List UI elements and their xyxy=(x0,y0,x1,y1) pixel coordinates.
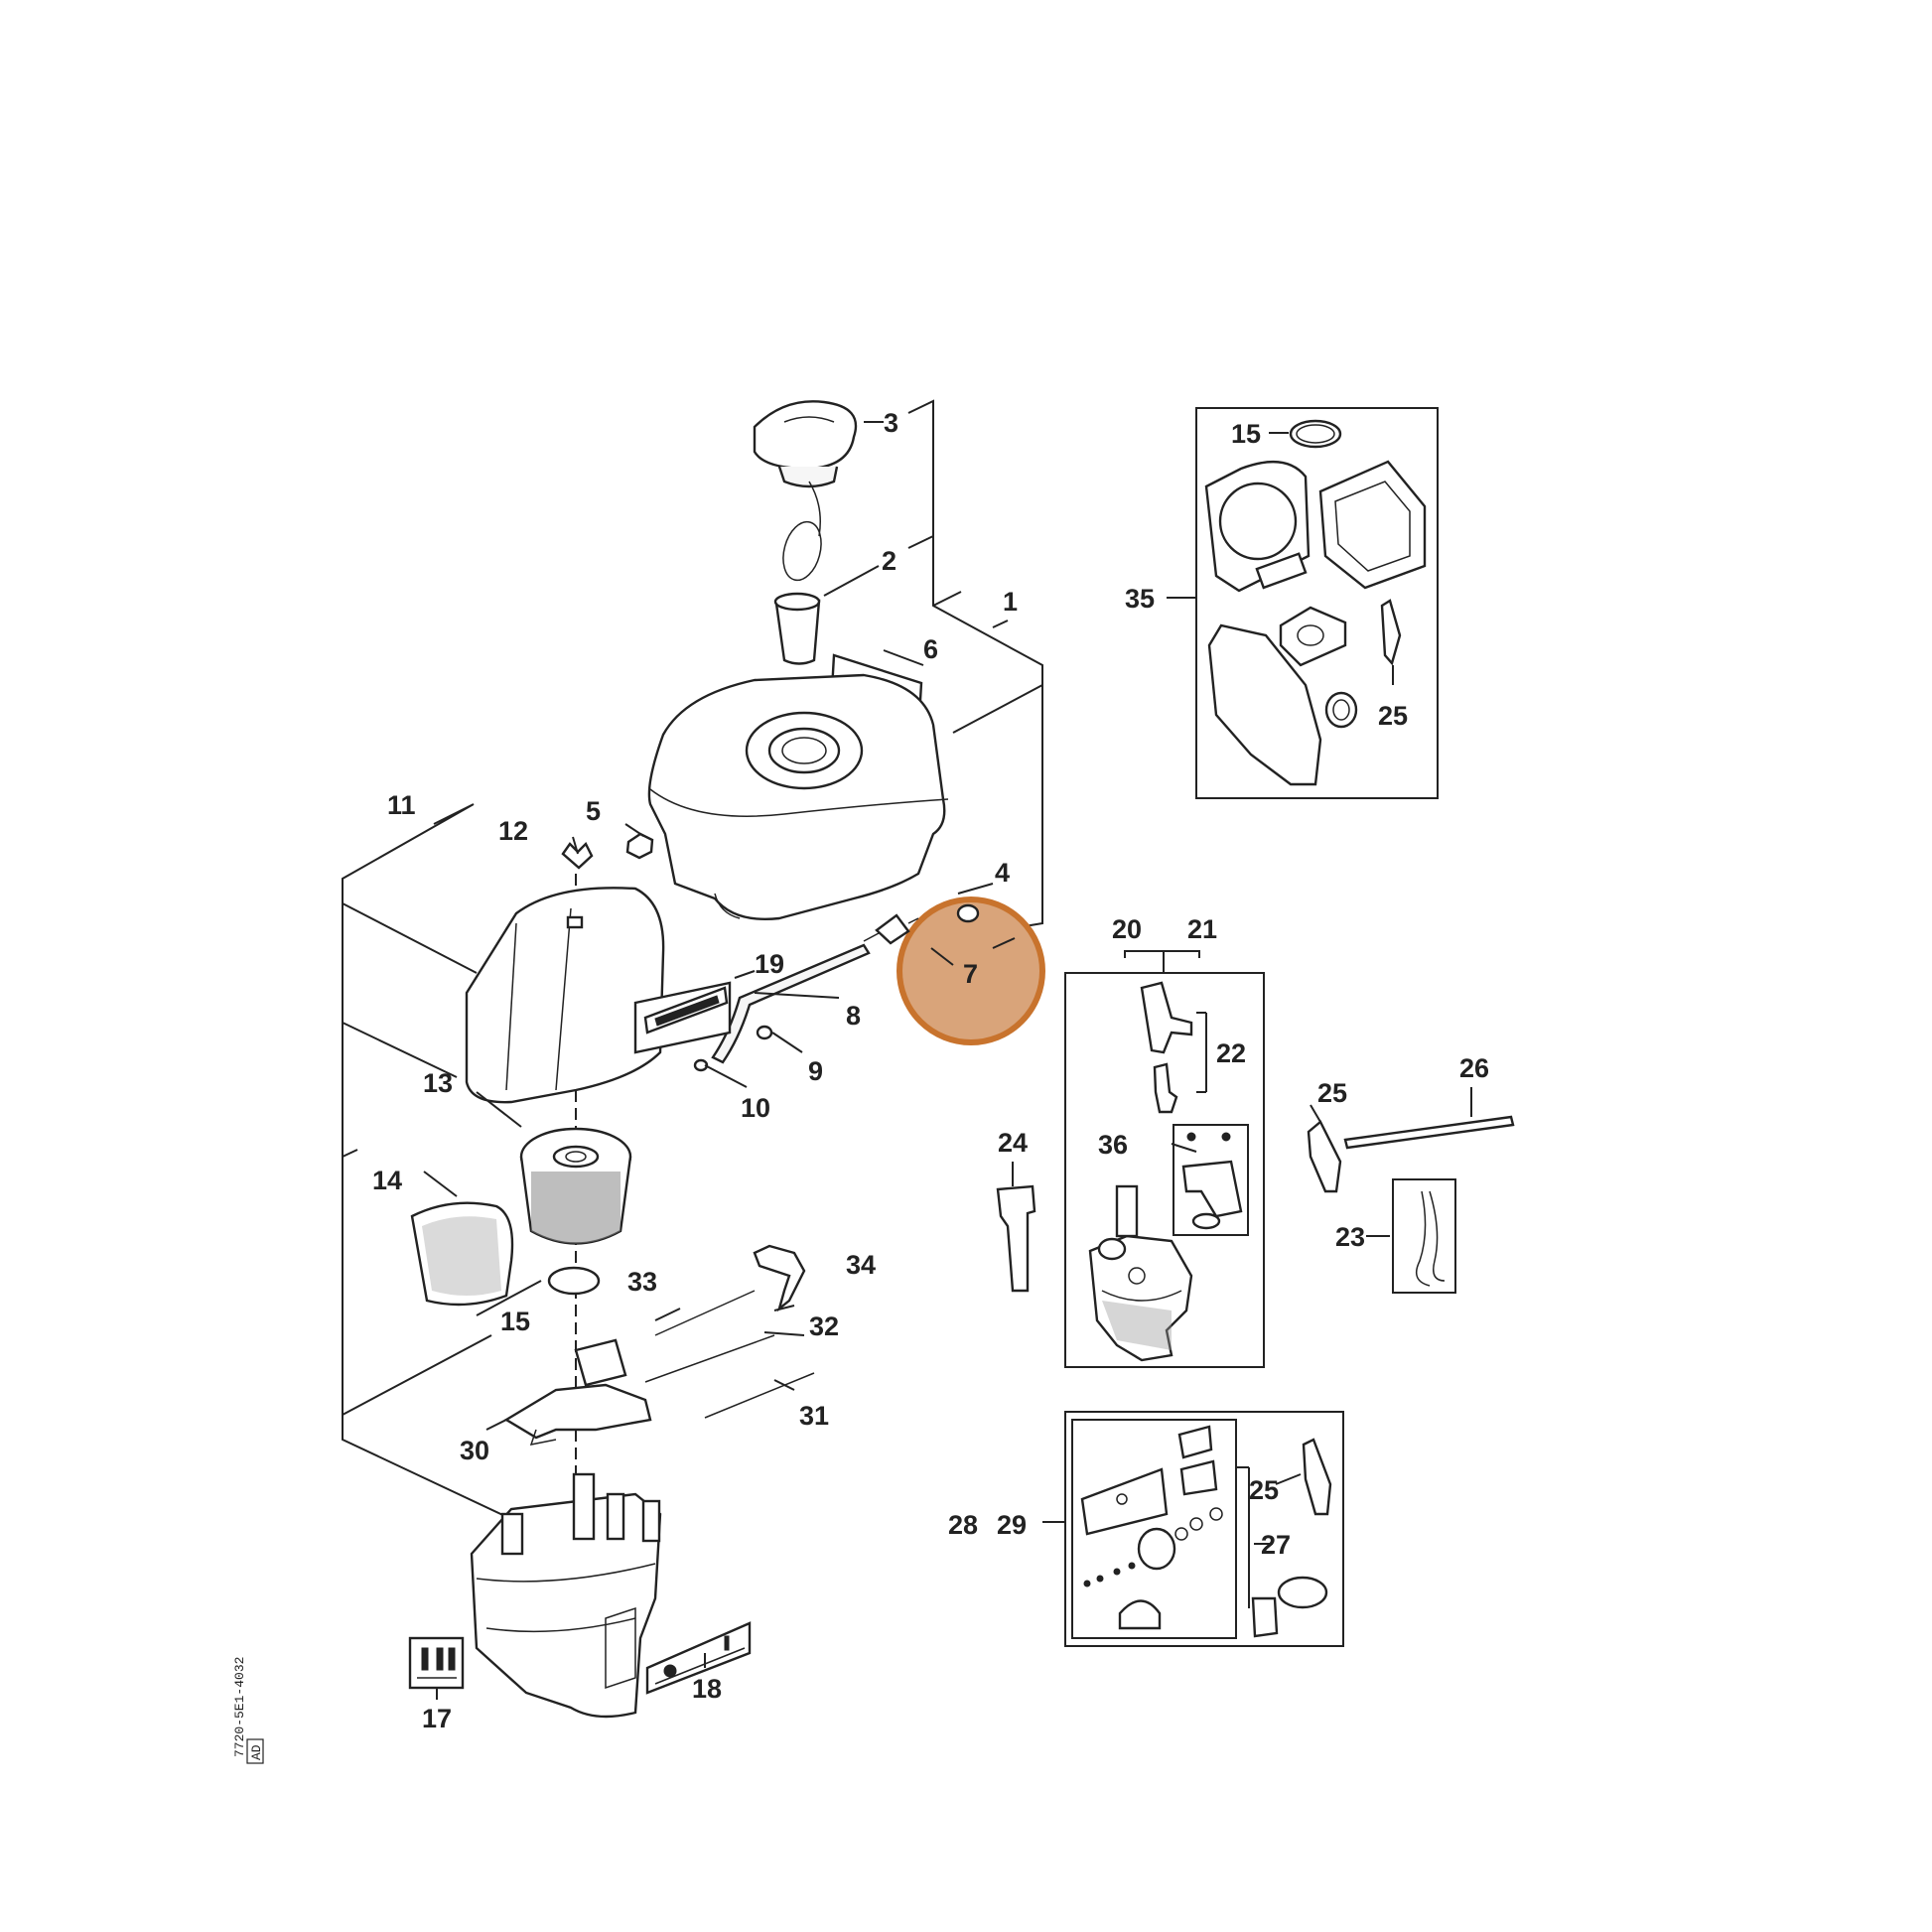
throttle-lever-drawing xyxy=(503,1338,652,1446)
spring-33-drawing xyxy=(654,1290,756,1336)
leader-lines xyxy=(423,421,1472,1700)
air-cleaner-cover-drawing xyxy=(465,887,732,1104)
callout-3[interactable]: 3 xyxy=(884,408,898,438)
callout-27[interactable]: 27 xyxy=(1261,1530,1291,1560)
drain-tube-drawing xyxy=(996,1184,1036,1293)
engine-block-drawing xyxy=(470,1472,662,1719)
callout-28[interactable]: 28 xyxy=(948,1510,978,1540)
spring-31-drawing xyxy=(704,1372,815,1419)
callout-25-insulator[interactable]: 25 xyxy=(1317,1078,1347,1108)
callout-11[interactable]: 11 xyxy=(387,790,416,820)
nut-drawing xyxy=(625,832,654,860)
fuel-cap-drawing xyxy=(753,400,858,537)
washer-drawing xyxy=(956,903,980,923)
callout-1[interactable]: 1 xyxy=(1003,587,1018,617)
clip-drawing xyxy=(756,1025,773,1040)
pre-filter-drawing xyxy=(410,1201,514,1307)
callout-19[interactable]: 19 xyxy=(755,949,784,979)
callout-25-repair[interactable]: 25 xyxy=(1249,1475,1279,1505)
callout-18[interactable]: 18 xyxy=(692,1674,722,1704)
carburetor-box xyxy=(1064,950,1265,1368)
callout-labels: 1 2 3 4 5 6 7 8 9 10 11 12 13 14 15 15 1… xyxy=(372,408,1489,1733)
callout-6[interactable]: 6 xyxy=(923,634,938,664)
callout-15-filter[interactable]: 15 xyxy=(500,1307,530,1336)
gasket-kit-box xyxy=(1195,407,1439,799)
repair-kit-box xyxy=(1064,1411,1344,1647)
throttle-sticker-drawing xyxy=(645,1621,752,1695)
callout-21[interactable]: 21 xyxy=(1187,914,1217,944)
seal-ring-drawing xyxy=(547,1266,601,1296)
insulator-gasket-drawing xyxy=(1307,1120,1342,1193)
callout-26[interactable]: 26 xyxy=(1459,1053,1489,1083)
callout-25-kit[interactable]: 25 xyxy=(1378,701,1408,731)
callout-31[interactable]: 31 xyxy=(799,1401,829,1431)
callout-4[interactable]: 4 xyxy=(995,858,1010,888)
choke-sticker-drawing xyxy=(408,1636,465,1690)
callout-12[interactable]: 12 xyxy=(498,816,528,846)
callout-29[interactable]: 29 xyxy=(997,1510,1027,1540)
callout-9[interactable]: 9 xyxy=(808,1056,823,1086)
callout-36[interactable]: 36 xyxy=(1098,1130,1128,1160)
highlight-marker[interactable] xyxy=(897,897,1045,1045)
callout-7[interactable]: 7 xyxy=(963,959,978,989)
fuel-tank-drawing xyxy=(647,673,949,920)
air-filter-drawing xyxy=(519,1127,632,1245)
wing-nut-drawing xyxy=(561,841,594,870)
callout-34[interactable]: 34 xyxy=(846,1250,876,1280)
fuel-line-drawing xyxy=(711,943,871,1064)
callout-10[interactable]: 10 xyxy=(741,1093,770,1123)
svg-text:7720-5E1-4032: 7720-5E1-4032 xyxy=(232,1657,247,1757)
svg-text:AD: AD xyxy=(249,1744,264,1760)
sticker-drawing xyxy=(643,986,729,1035)
callout-24[interactable]: 24 xyxy=(998,1128,1028,1158)
callout-15-kit[interactable]: 15 xyxy=(1231,419,1261,449)
callout-22[interactable]: 22 xyxy=(1216,1038,1246,1068)
callout-8[interactable]: 8 xyxy=(846,1001,861,1031)
fuel-valve-drawing xyxy=(863,913,919,945)
callout-20[interactable]: 20 xyxy=(1112,914,1142,944)
callout-23[interactable]: 23 xyxy=(1335,1222,1365,1252)
callout-17[interactable]: 17 xyxy=(422,1704,452,1733)
callout-32[interactable]: 32 xyxy=(809,1311,839,1341)
callout-14[interactable]: 14 xyxy=(372,1166,402,1195)
stud-rod-drawing xyxy=(1343,1115,1515,1150)
rod-32-drawing xyxy=(644,1334,775,1383)
spring-box-23 xyxy=(1392,1178,1456,1294)
callout-30[interactable]: 30 xyxy=(460,1436,489,1465)
fuel-strainer-drawing xyxy=(773,520,822,665)
callout-2[interactable]: 2 xyxy=(882,546,897,576)
callout-35[interactable]: 35 xyxy=(1125,584,1155,614)
drawing-code: 7720-5E1-4032 AD xyxy=(232,1657,264,1764)
callout-33[interactable]: 33 xyxy=(627,1267,657,1297)
callout-5[interactable]: 5 xyxy=(586,796,601,826)
callout-13[interactable]: 13 xyxy=(423,1068,453,1098)
bracket-34-drawing xyxy=(753,1244,806,1312)
